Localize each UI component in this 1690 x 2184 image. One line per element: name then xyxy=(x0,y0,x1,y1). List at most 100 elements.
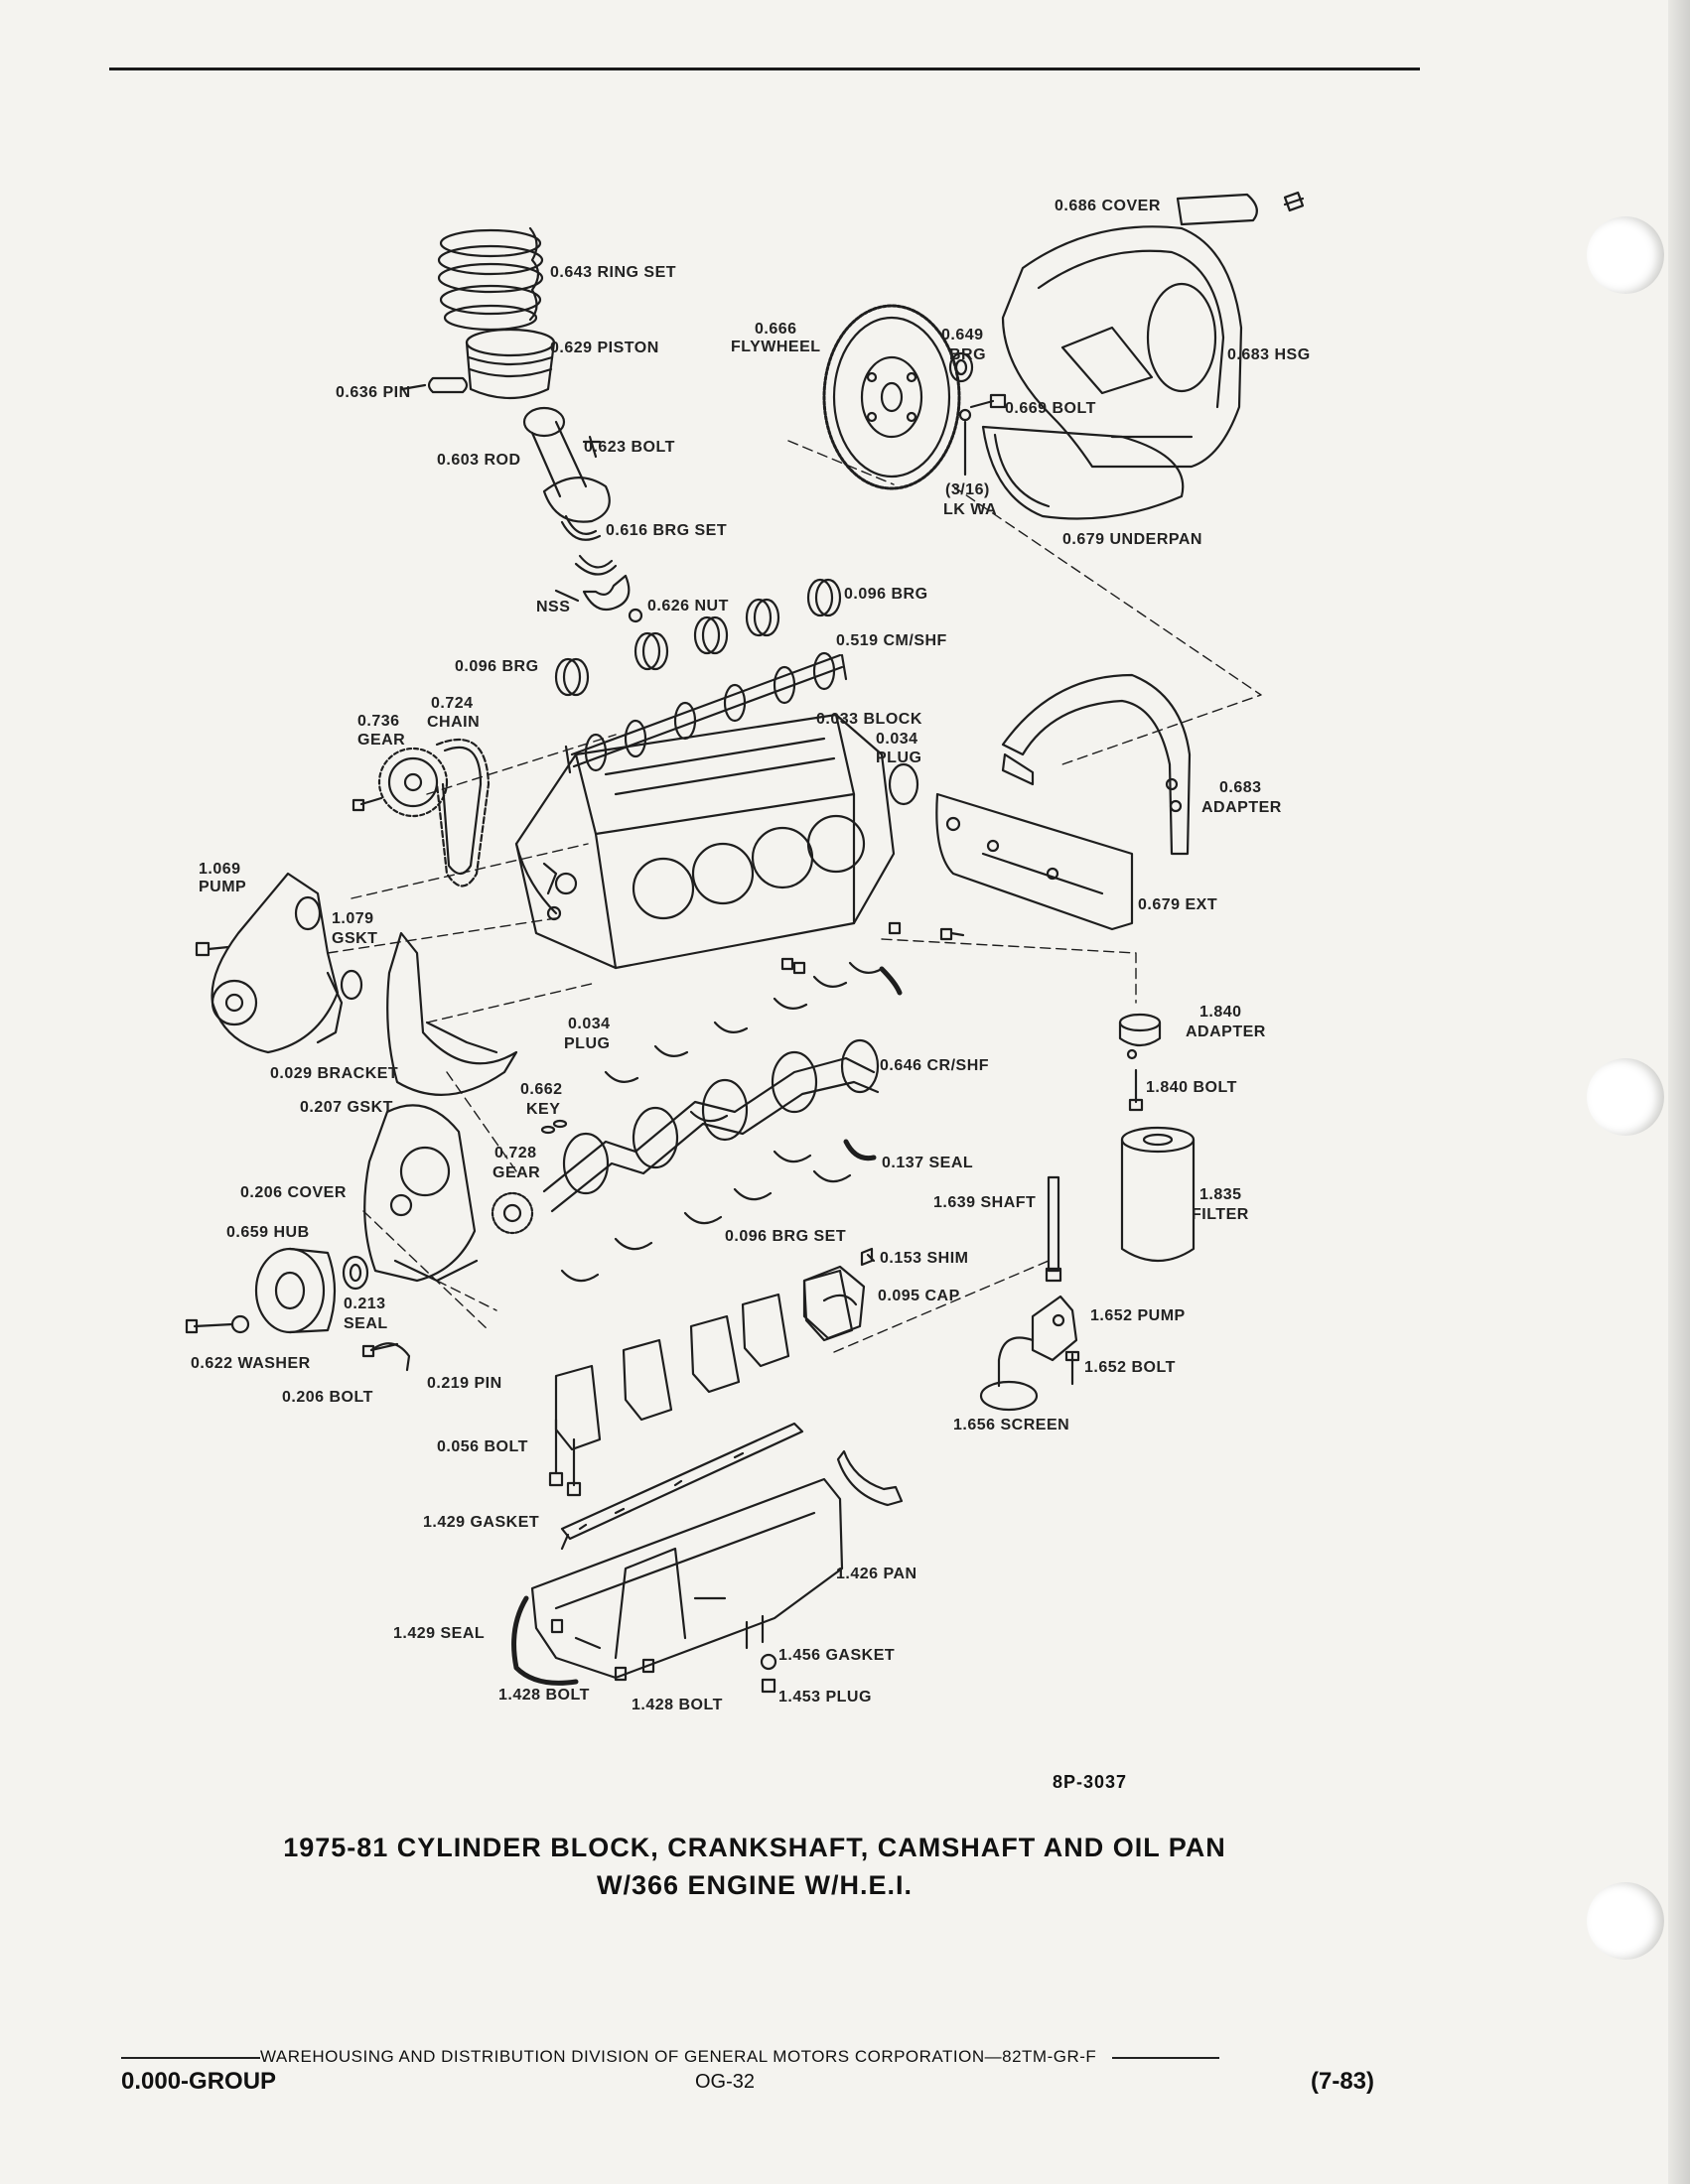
footer-page-number: OG-32 xyxy=(695,2071,756,2093)
label-nss: NSS xyxy=(536,599,570,615)
label-bolt-206: 0.206 BOLT xyxy=(282,1389,373,1406)
label-underpan: 0.679 UNDERPAN xyxy=(1062,531,1202,548)
label-plug-034: PLUG xyxy=(876,750,921,766)
flywheel-part xyxy=(822,304,961,490)
hub-seal-part xyxy=(342,1255,369,1291)
label-gear-728-number: 0.728 xyxy=(494,1145,537,1161)
rear-main-seal-part xyxy=(843,1139,877,1161)
thrust-shim-part xyxy=(860,1247,876,1267)
figure-number: 8P-3037 xyxy=(1053,1772,1128,1792)
pilot-bearing-part xyxy=(948,351,974,383)
label-lock-washer-size: (3/16) xyxy=(945,481,990,498)
cylinder-block-part xyxy=(514,713,896,970)
label-filter: FILTER xyxy=(1192,1206,1249,1223)
label-bearing-set-616: 0.616 BRG SET xyxy=(606,522,727,539)
leader-lines xyxy=(327,440,1262,1353)
label-seal-213: SEAL xyxy=(344,1315,388,1332)
label-bolt-623: 0.623 BOLT xyxy=(584,439,675,456)
label-adapter-1840: ADAPTER xyxy=(1186,1024,1266,1040)
lock-washer-part xyxy=(958,408,972,477)
label-shaft-1639: 1.639 SHAFT xyxy=(933,1194,1036,1211)
footer-dash-right xyxy=(1111,2056,1219,2059)
label-bearing-649-number: 0.649 xyxy=(941,327,984,343)
label-chain: CHAIN xyxy=(427,714,480,731)
oil-filter-part xyxy=(1120,1126,1196,1263)
label-bolt-1840: 1.840 BOLT xyxy=(1146,1079,1237,1096)
oil-filter-adapter-part xyxy=(1118,1013,1162,1060)
main-caps-row-part xyxy=(554,1269,854,1451)
label-bracket: 0.029 BRACKET xyxy=(270,1065,398,1082)
main-bearing-shells-part xyxy=(560,961,903,1283)
oil-pump-screen-part xyxy=(979,1336,1039,1412)
label-housing: 0.683 HSG xyxy=(1227,346,1311,363)
label-key: KEY xyxy=(526,1101,560,1118)
label-shim: 0.153 SHIM xyxy=(880,1250,968,1267)
label-washer: 0.622 WASHER xyxy=(191,1355,311,1372)
crank-gear-part xyxy=(491,1191,534,1235)
label-ring-set: 0.643 RING SET xyxy=(550,264,676,281)
caption-line-2: W/366 ENGINE W/H.E.I. xyxy=(596,1870,914,1900)
label-cover-686: 0.686 COVER xyxy=(1055,198,1161,214)
footer-date: (7-83) xyxy=(1311,2068,1375,2095)
oil-pump-bolt-part xyxy=(1064,1350,1080,1386)
punch-hole-middle xyxy=(1587,1058,1664,1136)
label-seal-1429: 1.429 SEAL xyxy=(393,1625,485,1642)
label-nut-626: 0.626 NUT xyxy=(647,598,729,614)
label-gasket-1079: GSKT xyxy=(332,930,377,947)
label-bolt-1428-b: 1.428 BOLT xyxy=(632,1697,723,1713)
timing-chain-part xyxy=(435,739,491,887)
label-key-number: 0.662 xyxy=(520,1081,563,1098)
oil-pan-front-seal-part xyxy=(511,1595,579,1686)
camshaft-part xyxy=(564,651,848,774)
footer-division-line: WAREHOUSING AND DISTRIBUTION DIVISION OF… xyxy=(121,2047,1219,2067)
extension-plate-part xyxy=(935,792,1134,931)
label-flywheel: FLYWHEEL xyxy=(731,339,821,355)
engine-adapter-plate-part xyxy=(1001,673,1192,856)
label-gasket-1429: 1.429 GASKET xyxy=(423,1514,539,1531)
crank-key-part xyxy=(540,1119,568,1135)
timing-cover-bolt-part xyxy=(361,1342,411,1372)
punch-hole-bottom xyxy=(1587,1882,1664,1960)
oil-pan-rear-seal-upper-part xyxy=(836,1449,904,1507)
label-lock-washer: LK WA xyxy=(943,501,997,518)
label-block: 0.033 BLOCK xyxy=(816,711,922,728)
label-pin-219: 0.219 PIN xyxy=(427,1375,502,1392)
label-bolt-669: 0.669 BOLT xyxy=(1005,400,1096,417)
label-gasket-207: 0.207 GSKT xyxy=(300,1099,393,1116)
label-cover-206: 0.206 COVER xyxy=(240,1184,347,1201)
label-chain-number: 0.724 xyxy=(431,695,474,712)
oil-pan-part xyxy=(530,1477,844,1680)
label-piston: 0.629 PISTON xyxy=(550,340,659,356)
label-bearing-649: BRG xyxy=(949,346,986,363)
crankshaft-part xyxy=(542,1038,880,1213)
harmonic-hub-part xyxy=(254,1247,337,1334)
label-bearing-set-096: 0.096 BRG SET xyxy=(725,1228,846,1245)
rod-cap-part xyxy=(554,574,643,623)
label-plug-034b: PLUG xyxy=(564,1035,610,1052)
header-rule xyxy=(109,68,1420,70)
label-plug-034-number: 0.034 xyxy=(876,731,918,748)
rod-bearing-set-part xyxy=(560,514,618,576)
ring-set-part xyxy=(437,226,544,332)
label-hub: 0.659 HUB xyxy=(226,1224,310,1241)
block-small-bolt-part xyxy=(780,921,965,975)
drain-plug-part xyxy=(760,1653,777,1694)
label-gear-736: GEAR xyxy=(357,732,405,749)
timing-gear-part xyxy=(352,747,449,818)
housing-cover-part xyxy=(1176,191,1305,226)
label-pump-1069: PUMP xyxy=(199,879,246,895)
label-gasket-1456: 1.456 GASKET xyxy=(778,1647,895,1664)
main-cap-bolt-part xyxy=(548,1418,582,1497)
label-rod: 0.603 ROD xyxy=(437,452,521,469)
label-extension-679: 0.679 EXT xyxy=(1138,896,1217,913)
label-gear-728: GEAR xyxy=(493,1164,540,1181)
piston-pin-part xyxy=(400,376,469,394)
timing-cover-part xyxy=(363,1104,479,1283)
label-plug-1453: 1.453 PLUG xyxy=(778,1689,872,1706)
label-adapter-683-number: 0.683 xyxy=(1219,779,1262,796)
label-pin-636: 0.636 PIN xyxy=(336,384,411,401)
label-gasket-1079-number: 1.079 xyxy=(332,910,374,927)
label-bearing-096-left: 0.096 BRG xyxy=(455,658,539,675)
water-pump-gasket-part xyxy=(294,895,363,1001)
